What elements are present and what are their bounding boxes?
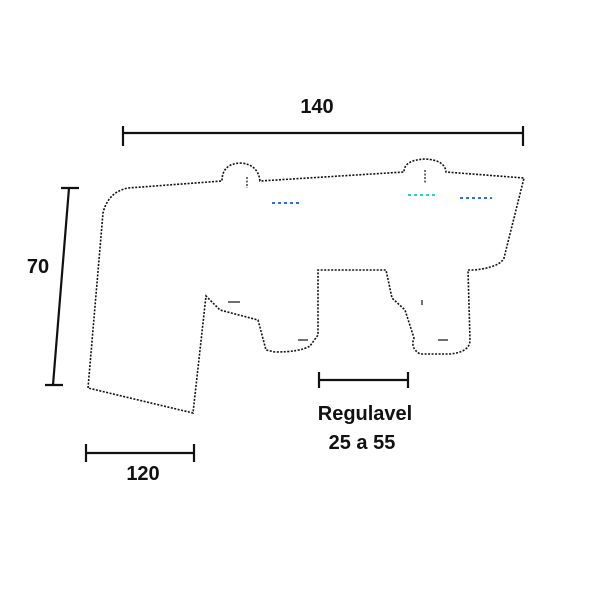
dimension-top-label: 140	[300, 96, 333, 118]
part-outline	[87, 158, 526, 414]
adjustable-label-line1: Regulavel	[318, 403, 412, 425]
dimension-bottom	[84, 444, 196, 462]
dimension-left-label: 70	[27, 256, 49, 278]
dimension-bottom-label: 120	[126, 463, 159, 485]
hole-markers	[272, 194, 492, 204]
dimension-top	[121, 126, 525, 146]
adjustable-label-line2: 25 a 55	[329, 432, 396, 454]
dimension-adjustable	[317, 372, 410, 388]
dimension-left	[45, 186, 79, 387]
